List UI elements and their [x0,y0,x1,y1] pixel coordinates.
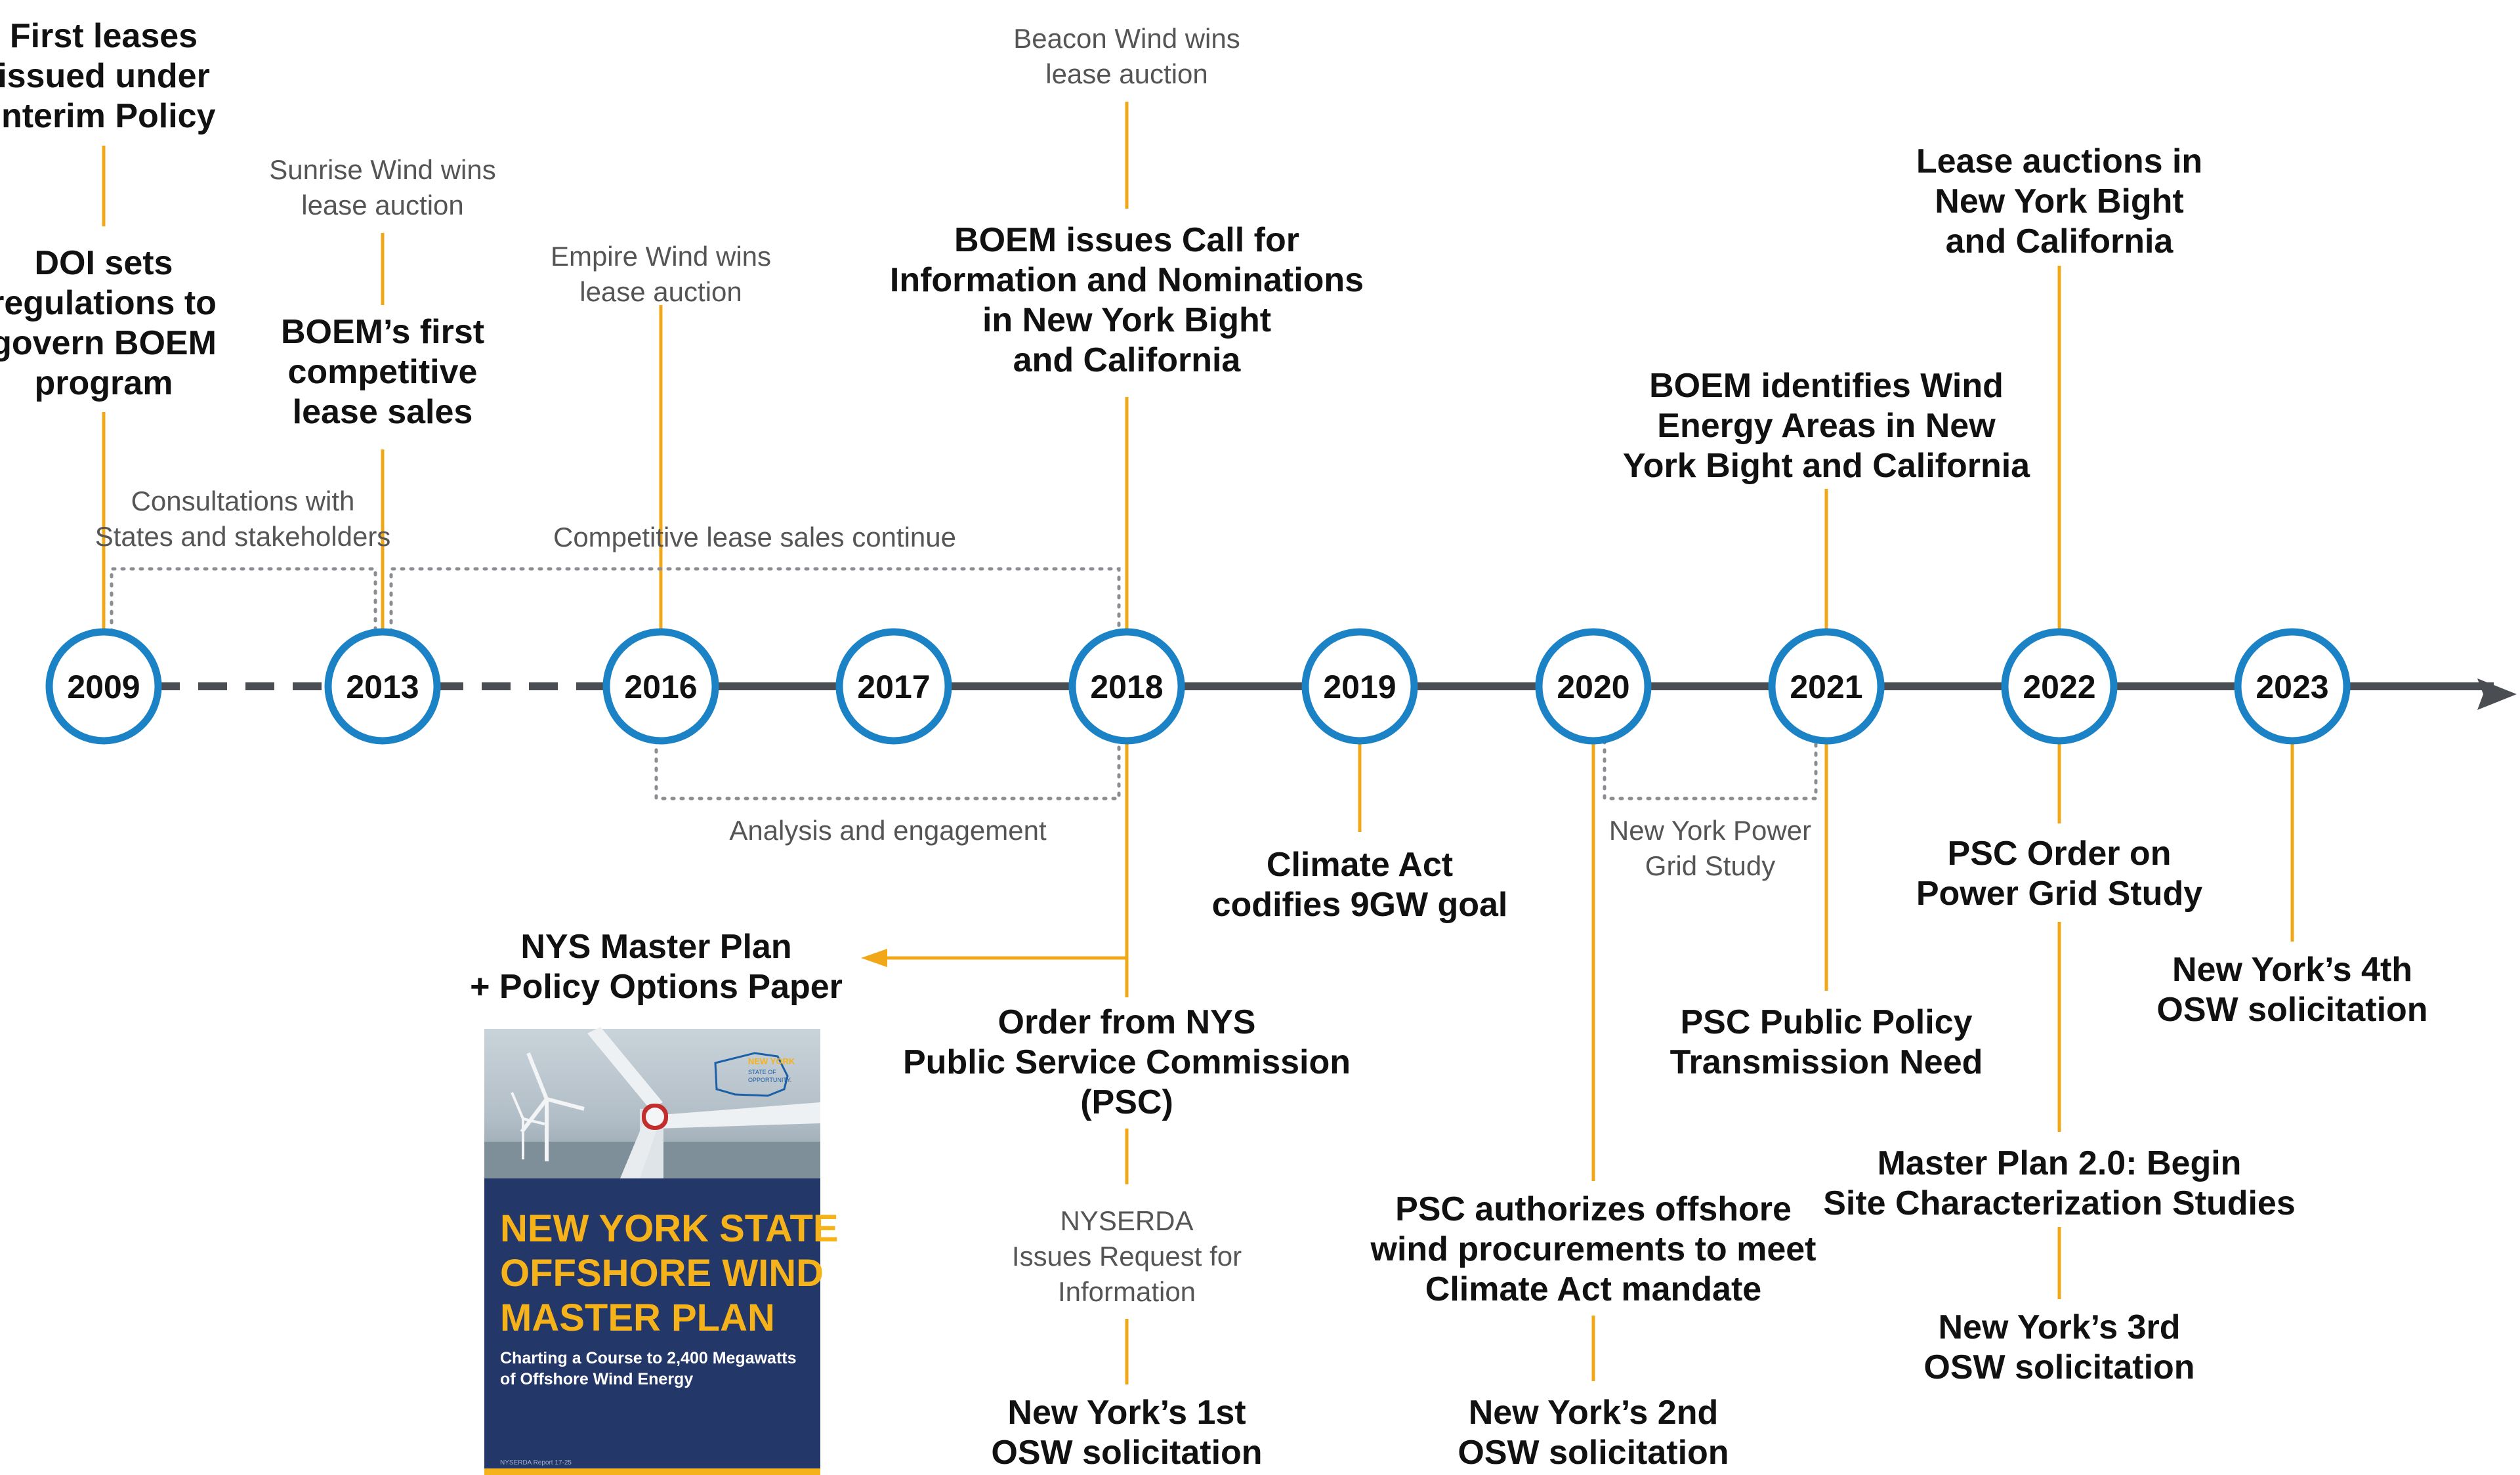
year-circle [1301,628,1418,745]
year-circle [2234,628,2351,745]
turbine-small-icon [511,1052,585,1161]
year-label: 2020 [1557,669,1629,705]
cover-panel [484,1178,820,1474]
year-circle [324,628,441,745]
year-marker-2023: 2023 [2234,628,2351,745]
year-label: 2017 [857,669,930,705]
bracket-analysis [654,739,1121,800]
label-analysis-engagement: Analysis and engagement [729,815,1047,846]
bracket-consultations [110,567,377,634]
year-marker-2018: 2018 [1068,628,1185,745]
year-marker-2013: 2013 [324,628,441,745]
year-circle [602,628,719,745]
year-label: 2022 [2023,669,2095,705]
year-circle [1068,628,1185,745]
logo-line-3: OPPORTUNITY. [748,1077,791,1083]
year-marker-2020: 2020 [1535,628,1652,745]
cover-title: NEW YORK STATE OFFSHORE WIND MASTER PLAN [500,1207,849,1339]
year-marker-2021: 2021 [1768,628,1885,745]
year-label: 2009 [67,669,140,705]
year-circle [835,628,952,745]
year-marker-2022: 2022 [2001,628,2118,745]
turbine-large-icon [587,1027,820,1178]
label-competitive-sales-continue: Competitive lease sales continue [553,522,956,552]
year-circle [2001,628,2118,745]
bracket-competitive-sales [389,567,1121,634]
year-label: 2023 [2256,669,2328,705]
year-marker-2009: 2009 [45,628,162,745]
cover-report-number: NYSERDA Report 17-25 [500,1459,572,1466]
year-label: 2018 [1090,669,1163,705]
year-marker-2019: 2019 [1301,628,1418,745]
bracket-power-grid [1603,739,1818,800]
year-marker-2017: 2017 [835,628,952,745]
timeline-arrowhead [2477,678,2517,710]
label-master-plan-paper: NYS Master Plan+ Policy Options Paper [470,928,843,1006]
connector-lines [102,102,2517,1384]
year-circle [1768,628,1885,745]
master-plan-cover: NEW YORK STATE OF OPPORTUNITY. NEW YORK … [484,1027,849,1475]
ny-state-logo: NEW YORK STATE OF OPPORTUNITY. [714,1052,795,1097]
cover-subtitle: Charting a Course to 2,400 Megawatts of … [500,1349,801,1388]
year-label: 2019 [1323,669,1396,705]
master-plan-arrowhead [861,949,887,967]
year-label: 2016 [624,669,697,705]
logo-line-1: NEW YORK [748,1056,795,1066]
year-circle [1535,628,1652,745]
year-circle [45,628,162,745]
year-label: 2013 [346,669,419,705]
year-marker-2016: 2016 [602,628,719,745]
year-markers: 2009 2013 2016 2017 2018 2019 2020 2021 2022 2023 [45,628,2351,745]
cover-gold-band [484,1468,820,1475]
year-label: 2021 [1790,669,1862,705]
logo-line-2: STATE OF [748,1069,776,1075]
